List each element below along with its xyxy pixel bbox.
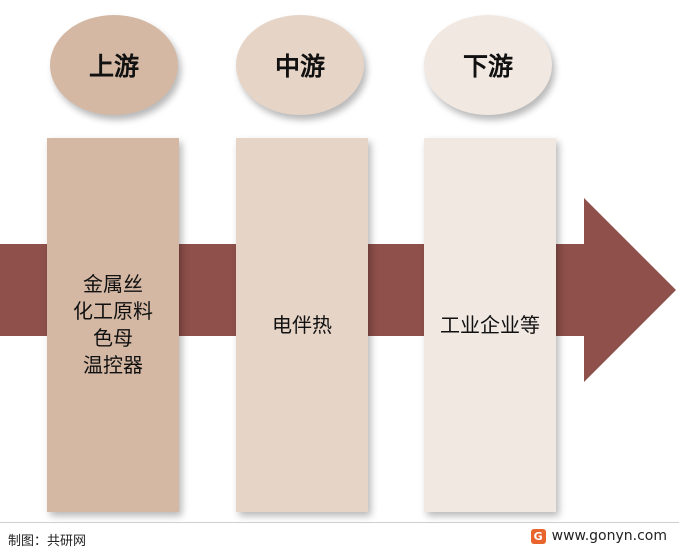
upstream-items-list: 金属丝 化工原料 色母 温控器 (73, 271, 153, 379)
upstream-stage-header: 上游 (50, 15, 178, 115)
upstream-item: 色母 (93, 326, 133, 350)
downstream-stage-header: 下游 (424, 15, 552, 115)
upstream-item: 化工原料 (73, 299, 153, 323)
upstream-stage-box: 金属丝 化工原料 色母 温控器 (47, 138, 179, 512)
upstream-item: 金属丝 (83, 272, 143, 296)
upstream-stage-title: 上游 (88, 52, 139, 81)
midstream-stage-title: 中游 (274, 52, 325, 81)
footer-website: G www.gonyn.com (530, 528, 667, 544)
downstream-stage-box: 工业企业等 (424, 138, 556, 512)
source-credit: 制图：共研网 (8, 534, 87, 549)
downstream-items-list: 工业企业等 (440, 312, 540, 339)
website-url: www.gonyn.com (551, 528, 667, 544)
midstream-items-list: 电伴热 (272, 312, 332, 339)
midstream-item: 电伴热 (272, 312, 332, 337)
upstream-item: 温控器 (83, 353, 143, 377)
midstream-stage-header: 中游 (236, 15, 364, 115)
gonyn-logo-icon: G (530, 528, 546, 544)
downstream-item: 工业企业等 (440, 312, 540, 337)
downstream-stage-title: 下游 (462, 52, 513, 81)
midstream-stage-box: 电伴热 (236, 138, 368, 512)
footer-divider (0, 522, 679, 523)
